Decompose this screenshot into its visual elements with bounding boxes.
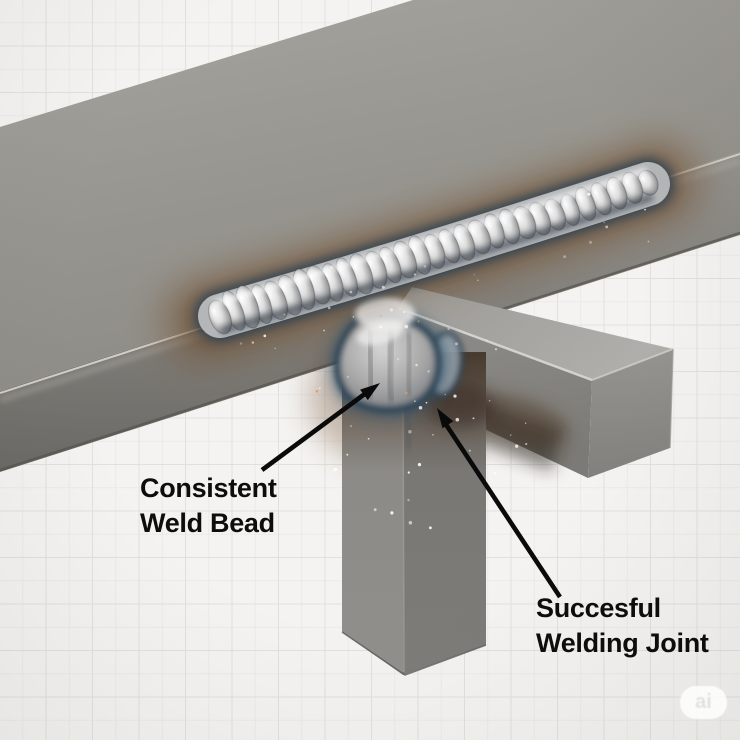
- ai-watermark-icon: ai: [680, 686, 727, 719]
- ai-watermark-text: ai: [695, 691, 712, 713]
- arrow-to-weld-bead: [260, 383, 380, 472]
- arrow-to-welding-joint: [437, 408, 562, 599]
- label-line: Welding Joint: [536, 628, 709, 658]
- label-consistent-weld-bead: Consistent Weld Bead: [140, 471, 277, 541]
- label-succesful-welding-joint: Succesful Welding Joint: [536, 591, 709, 661]
- weld-fillet: [330, 297, 464, 417]
- label-line: Weld Bead: [140, 508, 275, 538]
- label-line: Succesful: [536, 593, 661, 623]
- weld-bead: [181, 145, 687, 355]
- label-line: Consistent: [140, 473, 277, 503]
